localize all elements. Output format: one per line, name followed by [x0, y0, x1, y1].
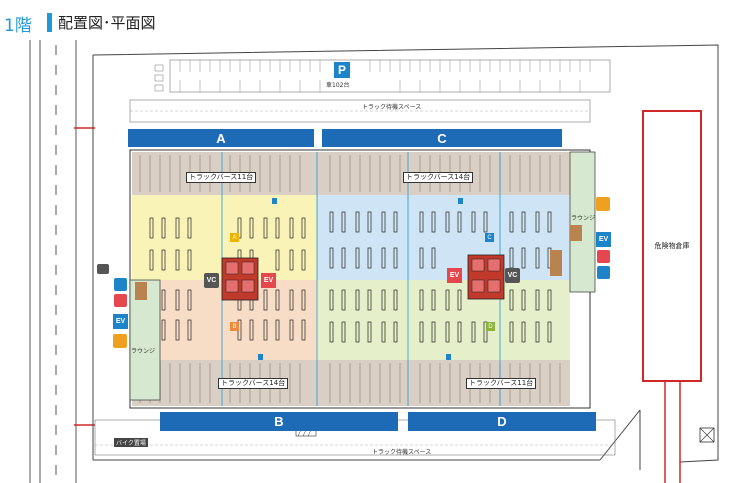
ev-badge-left: EV [261, 273, 276, 288]
lounge-east-label: ラウンジ [571, 215, 596, 222]
accessible-icon-east [596, 197, 610, 211]
truck-wait-top: トラック待機スペース [362, 104, 422, 111]
hazardous-storage: 危険物倉庫 [642, 110, 702, 382]
page-title: 配置図･平面図 [58, 14, 156, 32]
zone-d-marker: D [486, 322, 495, 331]
vc-badge-left: VC [204, 273, 219, 288]
zone-a-marker: A [230, 233, 239, 242]
truck-berth-d: トラックバース11台 [466, 378, 537, 389]
ev-badge-right: EV [447, 268, 462, 283]
bicycle-icon [97, 264, 109, 274]
parking-count: 車102台 [324, 80, 352, 89]
truck-wait-bottom: トラック待機スペース [372, 449, 432, 456]
ev-badge-east: EV [596, 232, 611, 247]
truck-berth-c: トラックバース14台 [403, 172, 474, 183]
restroom-female-icon [114, 294, 127, 307]
bay-a-bar: A [128, 129, 314, 147]
ev-badge-west: EV [113, 314, 128, 329]
title-accent-bar [47, 13, 52, 32]
bay-b-bar: B [160, 412, 398, 431]
bike-parking-label: バイク置場 [114, 438, 148, 447]
bay-d-bar: D [408, 412, 596, 431]
truck-berth-a: トラックバース11台 [186, 172, 257, 183]
parking-icon: P [334, 62, 350, 78]
vc-badge-right: VC [505, 268, 520, 283]
bay-c-bar: C [322, 129, 562, 147]
accessible-icon [113, 334, 127, 348]
lounge-west-label: ラウンジ [131, 348, 156, 355]
zone-b-marker: B [230, 322, 239, 331]
restroom-male-icon-east [597, 266, 610, 279]
zone-c-marker: C [485, 233, 494, 242]
truck-berth-b: トラックバース14台 [218, 378, 289, 389]
restroom-male-icon [114, 278, 127, 291]
floor-label: 1階 [4, 16, 32, 36]
restroom-female-icon-east [597, 250, 610, 263]
